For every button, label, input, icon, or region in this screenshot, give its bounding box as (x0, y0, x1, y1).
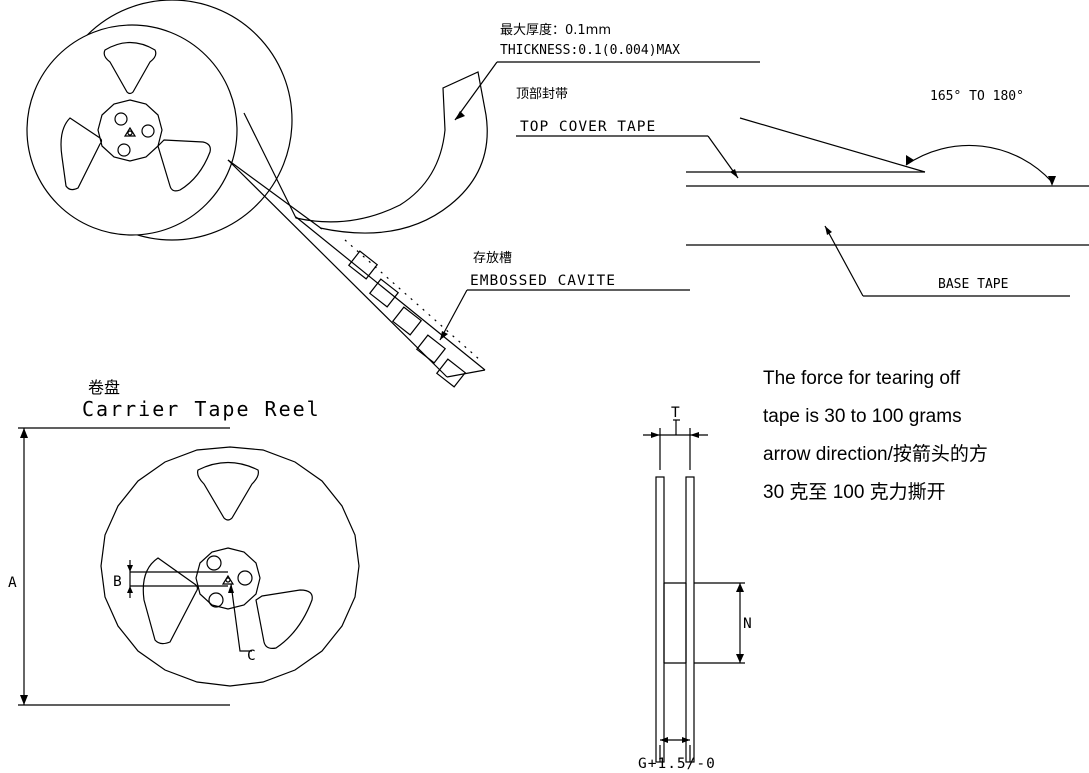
top-cover-label-cn: 顶部封带 (516, 87, 568, 102)
cover-tape-loop (243, 71, 488, 234)
dimension-b (127, 560, 228, 598)
reel-outline (100, 446, 360, 687)
reel-hub (195, 547, 261, 610)
dim-c-label: C (247, 648, 257, 664)
thickness-label-en: THICKNESS:0.1(0.004)MAX (500, 43, 680, 58)
dim-g-label: G+1.5/-0 (638, 756, 716, 772)
reel-front-flange (26, 24, 238, 236)
note-line: The force for tearing off (763, 368, 961, 389)
peel-angle-arc (905, 144, 1053, 183)
note-line: arrow direction/按箭头的方 (763, 444, 988, 465)
embossed-cavities (347, 250, 467, 388)
reel-spoke-left (142, 557, 199, 645)
dim-n-label: N (743, 616, 753, 632)
dimension-c (228, 583, 252, 652)
note-line: tape is 30 to 100 grams (763, 406, 962, 427)
base-tape-pointer (824, 225, 864, 297)
hub-hole (206, 555, 222, 571)
carrier-tape-edge-lower (227, 159, 448, 378)
bottom-reel (100, 446, 360, 687)
cavity-label-cn: 存放槽 (473, 251, 512, 266)
angle-label: 165° TO 180° (930, 89, 1024, 104)
reel-hub (97, 99, 163, 162)
reel-spoke-top (103, 41, 157, 95)
dim-b-label: B (113, 574, 123, 590)
hub-triangle (123, 126, 137, 137)
top-cover-label-en: TOP COVER TAPE (520, 119, 656, 135)
note-line: 30 克至 100 克力撕开 (763, 482, 946, 503)
peel-force-note: The force for tearing off tape is 30 to … (763, 360, 1089, 512)
hub-hole (141, 124, 155, 138)
thickness-label-cn: 最大厚度：0.1mm (500, 22, 611, 38)
cavity-pointer (439, 289, 468, 341)
tape-edge (227, 159, 323, 230)
reel-side-view (643, 419, 745, 763)
left-flange (655, 476, 665, 763)
carrier-tape-end (446, 369, 486, 378)
reel-spoke-left (60, 117, 103, 191)
hub-center (127, 130, 133, 136)
hub-hole (237, 570, 253, 586)
reel-spoke-right (157, 139, 211, 192)
reel-spoke-top (197, 461, 259, 521)
dim-a-label: A (8, 575, 18, 591)
reel-label-cn: 卷盘 (88, 378, 120, 397)
hub-hole (117, 143, 131, 157)
cavity-label-en: EMBOSSED CAVITE (470, 273, 616, 289)
dim-t-label: T (671, 405, 681, 421)
carrier-tape-edge-upper (295, 216, 486, 371)
peeled-cover-tape (739, 117, 926, 173)
reel-spoke-right (255, 589, 313, 649)
hub-triangle (221, 574, 235, 585)
top-reel (26, 0, 488, 388)
base-tape-label: BASE TAPE (938, 277, 1008, 292)
peel-diagram (516, 117, 1089, 297)
dimension-a (18, 427, 230, 706)
hub-center (225, 577, 231, 583)
hub-hole (114, 112, 128, 126)
thickness-pointer (454, 61, 498, 121)
hub-hole (208, 592, 224, 608)
right-flange (685, 476, 695, 763)
reel-label-en: Carrier Tape Reel (82, 397, 321, 421)
